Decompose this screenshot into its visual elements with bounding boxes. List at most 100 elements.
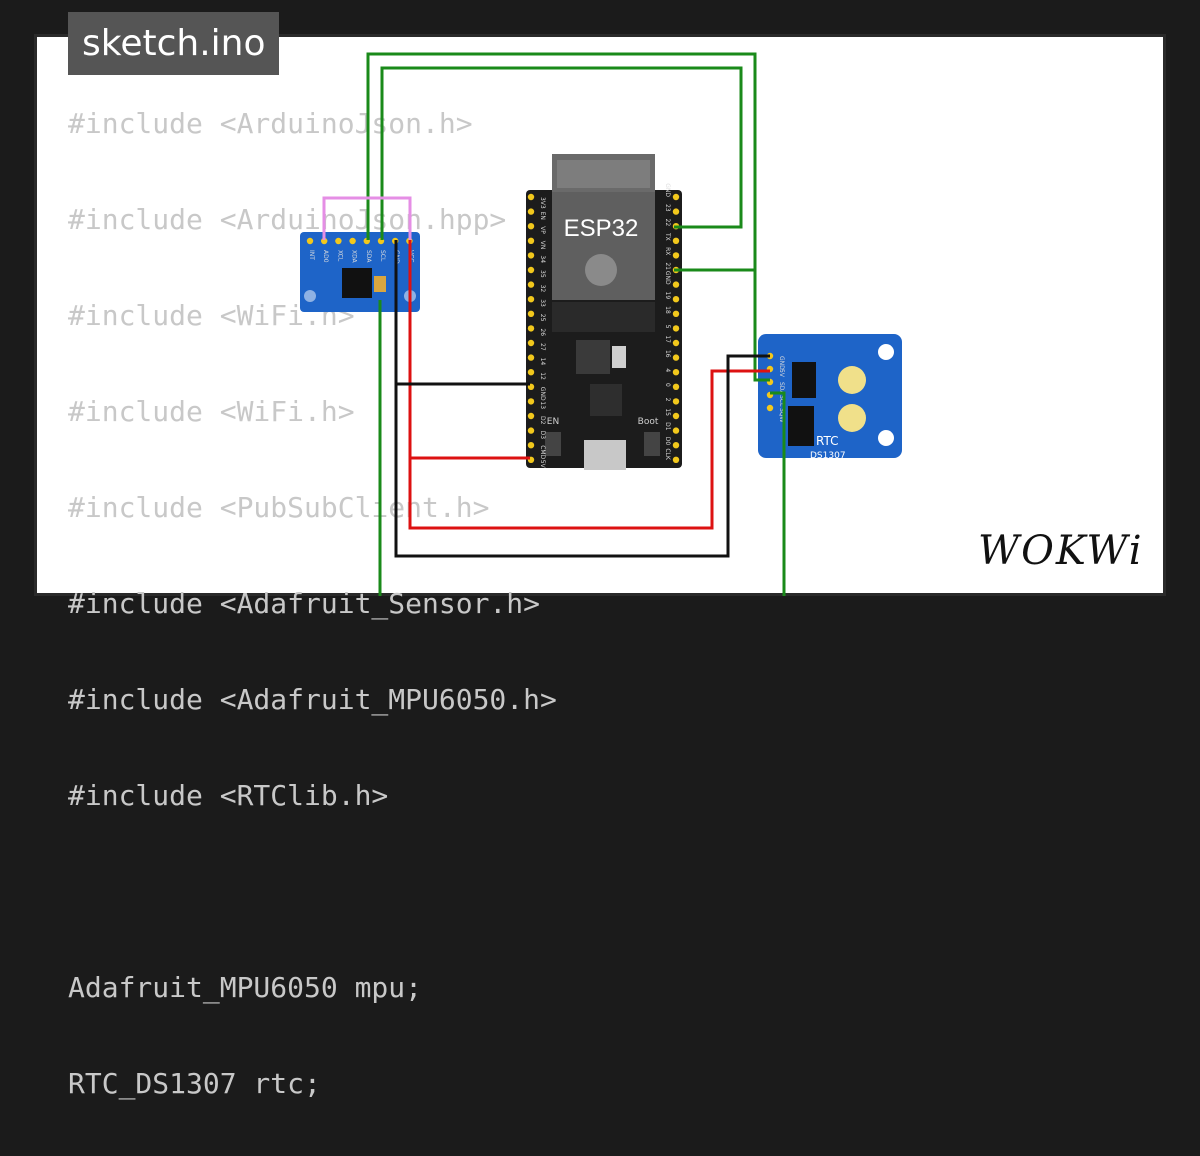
pin[interactable]: [672, 442, 680, 449]
mountinghole-icon: [878, 430, 894, 446]
pin[interactable]: [527, 281, 535, 288]
wire-sda[interactable]: [366, 52, 757, 272]
pin-label: D0: [664, 437, 671, 446]
esp32-left-pin-header[interactable]: 3V3ENVPVN343532332526271412GND13D2D3CMD5…: [527, 193, 546, 469]
pin[interactable]: [527, 412, 535, 420]
pin[interactable]: [335, 237, 342, 245]
file-tab-label: sketch.ino: [82, 23, 266, 64]
pin-label: 15: [664, 408, 671, 416]
pin[interactable]: [527, 398, 535, 405]
mountinghole-icon: [878, 344, 894, 360]
pin[interactable]: [672, 412, 680, 420]
pin-label: 27: [539, 343, 546, 351]
pin[interactable]: [527, 193, 535, 201]
pin[interactable]: [527, 369, 535, 376]
pin[interactable]: [527, 442, 535, 449]
pin-label: 4: [664, 368, 671, 372]
pin-label: CLK: [664, 448, 671, 461]
pin-label: INT: [308, 250, 315, 260]
pin-label: 2: [664, 398, 671, 402]
wire-rtc-sda[interactable]: [753, 270, 770, 382]
pin[interactable]: [527, 223, 535, 230]
pin-label: 17: [664, 335, 671, 343]
micro-usb-port[interactable]: [584, 440, 626, 470]
pin[interactable]: [766, 404, 774, 412]
pin[interactable]: [672, 339, 680, 347]
pin-label: VP: [539, 226, 546, 234]
boot-button[interactable]: [644, 432, 660, 456]
pin-label: 21: [664, 262, 671, 270]
wire-scl[interactable]: [380, 66, 743, 240]
wire-rtc-scl[interactable]: [770, 391, 786, 596]
pin[interactable]: [672, 354, 680, 361]
circuit-diagram: ESP32 EN Boot 3V3ENVPVN34353233252627141…: [300, 52, 902, 596]
file-tab[interactable]: sketch.ino: [68, 12, 280, 75]
pin-label: GND: [778, 356, 785, 370]
wire-5v[interactable]: [408, 300, 530, 460]
pin[interactable]: [527, 310, 535, 317]
pin-label: 25: [539, 314, 546, 322]
espressif-logo-icon: [585, 254, 617, 286]
pin-label: D1: [664, 422, 671, 431]
pin-label: SCL: [778, 395, 785, 407]
pin[interactable]: [672, 281, 680, 288]
pin[interactable]: [672, 456, 680, 463]
pin[interactable]: [527, 296, 535, 303]
pin[interactable]: [672, 296, 680, 303]
pin[interactable]: [672, 237, 680, 244]
pin-label: 14: [539, 358, 546, 366]
pin-label: 23: [664, 204, 671, 212]
mpu6050-chip: [342, 268, 372, 298]
pin-label: 3V3: [539, 197, 546, 209]
code-line: #include <ArduinoJson.hpp>: [68, 203, 507, 236]
wires: [322, 52, 786, 596]
pin[interactable]: [527, 208, 535, 215]
pin[interactable]: [527, 252, 535, 259]
battery-contact-icon: [838, 404, 866, 432]
pin[interactable]: [527, 339, 535, 347]
pin-label: SDA: [778, 382, 785, 395]
esp32-component: [612, 346, 626, 368]
pin[interactable]: [672, 383, 680, 390]
pin[interactable]: [349, 237, 356, 245]
pin-label: SDA: [365, 250, 372, 263]
wire-gnd-esp[interactable]: [394, 300, 530, 386]
pin-label: 16: [664, 350, 671, 358]
pin[interactable]: [672, 310, 680, 317]
esp32-label: ESP32: [564, 215, 639, 242]
mpu6050-component: [374, 276, 386, 292]
pin[interactable]: [672, 325, 680, 332]
rtc-label: RTC: [816, 434, 838, 448]
pin[interactable]: [672, 398, 680, 405]
wokwi-logo: WOKWi: [978, 528, 1144, 574]
pin[interactable]: [672, 427, 680, 434]
esp32-board[interactable]: ESP32 EN Boot 3V3ENVPVN34353233252627141…: [526, 154, 682, 470]
pin[interactable]: [672, 252, 680, 259]
pin[interactable]: [527, 237, 535, 244]
esp32-shield-edge: [552, 302, 655, 332]
pin[interactable]: [672, 208, 680, 215]
code-line: [68, 868, 557, 916]
pin-label: RX: [664, 247, 671, 255]
pin-label: 5: [664, 325, 671, 329]
pin[interactable]: [306, 237, 314, 245]
pin-label: 18: [664, 306, 671, 314]
pin-label: 0: [664, 383, 671, 387]
pin[interactable]: [527, 354, 535, 361]
en-button[interactable]: [545, 432, 561, 456]
pin[interactable]: [527, 266, 535, 274]
rtc-crystal: [788, 406, 814, 446]
wire-gnd-rtc[interactable]: [394, 240, 770, 558]
pin[interactable]: [527, 427, 535, 434]
pin[interactable]: [672, 193, 680, 201]
wire-ad0[interactable]: [322, 196, 412, 240]
pin[interactable]: [527, 325, 535, 332]
pin-label: VN: [539, 241, 546, 250]
pin-label: 32: [539, 285, 546, 293]
pin-label: D3: [539, 431, 546, 440]
pin[interactable]: [672, 369, 680, 376]
code-line: #include <WiFi.h>: [68, 395, 355, 428]
